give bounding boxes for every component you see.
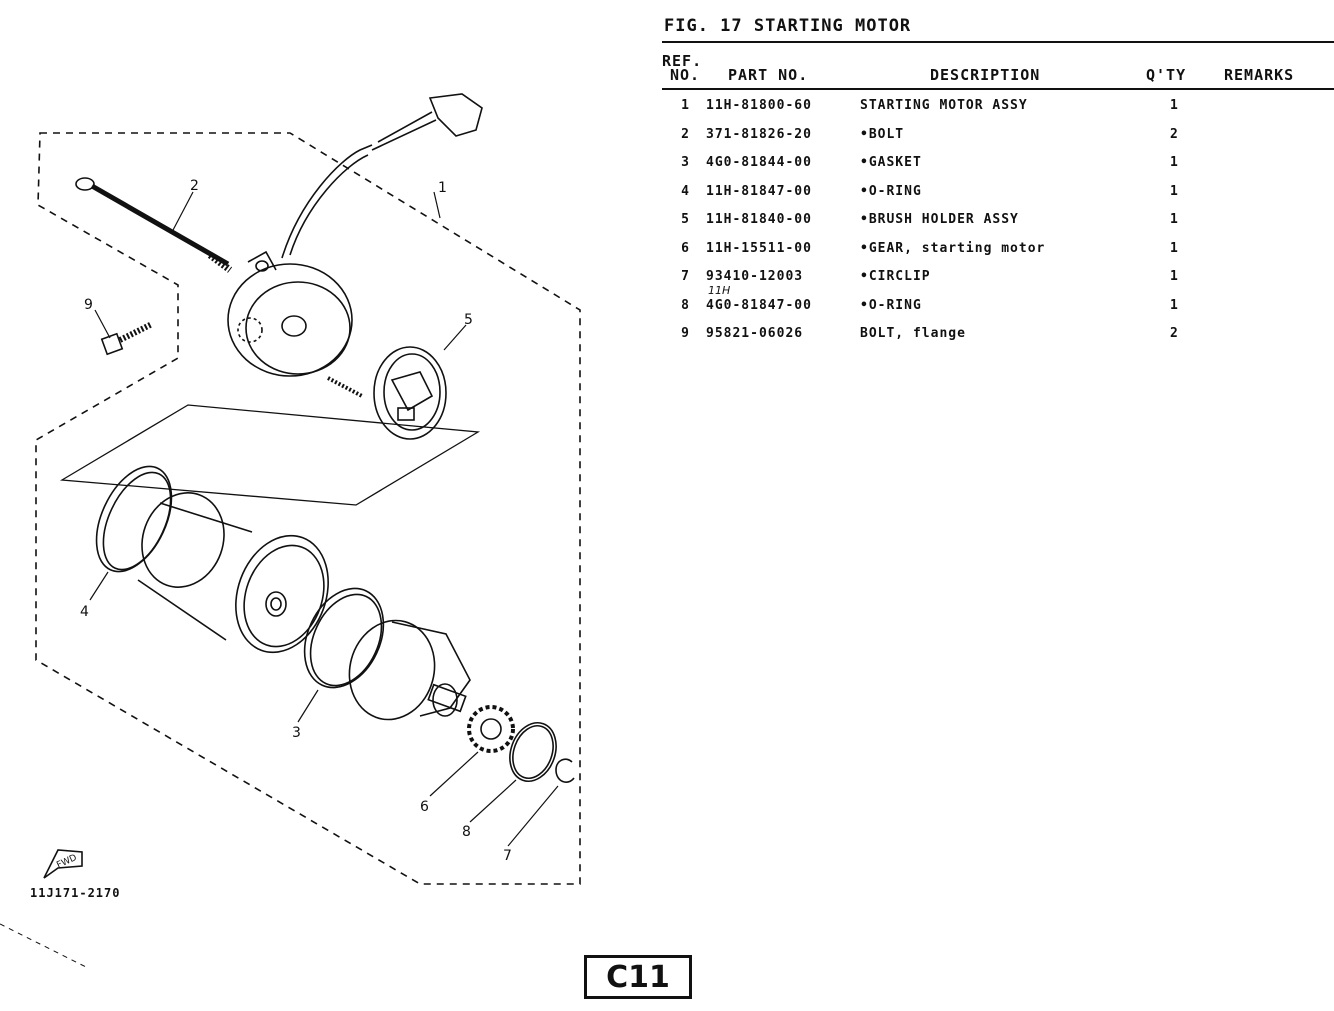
callout-label-9: 9	[84, 297, 93, 313]
description-cell: •GEAR, starting motor	[860, 241, 1046, 256]
callout-label-3: 3	[292, 725, 301, 741]
table-row: 4 11H-81847-00 •O-RING 1	[0, 184, 1334, 206]
title-divider	[662, 41, 1334, 43]
table-row: 3 4G0-81844-00 •GASKET 1	[0, 155, 1334, 177]
o-ring-4-drawing	[95, 465, 173, 573]
callout-label-4: 4	[80, 604, 89, 620]
description-cell: •CIRCLIP	[860, 269, 931, 284]
part-no-cell: 11H-81847-00	[706, 184, 812, 199]
gear-drawing	[467, 705, 515, 753]
callout-label-1: 1	[438, 180, 447, 196]
part-no-cell: 11H-15511-00	[706, 241, 812, 256]
figure-title: FIG. 17 STARTING MOTOR	[664, 16, 912, 36]
callout-label-7: 7	[503, 848, 512, 864]
ref-cell: 7	[681, 269, 690, 284]
table-row: 6 11H-15511-00 •GEAR, starting motor 1	[0, 241, 1334, 263]
qty-cell: 1	[1170, 298, 1179, 313]
front-arrow-icon	[43, 849, 83, 879]
qty-cell: 1	[1170, 241, 1179, 256]
qty-cell: 1	[1170, 184, 1179, 199]
header-ref-line1: REF.	[662, 52, 703, 70]
description-cell: STARTING MOTOR ASSY	[860, 98, 1028, 113]
table-row: 2 371-81826-20 •BOLT 2	[0, 127, 1334, 149]
callout-label-2: 2	[190, 178, 199, 194]
ref-cell: 2	[681, 127, 690, 142]
header-description: DESCRIPTION	[930, 66, 1041, 84]
table-row: 1 11H-81800-60 STARTING MOTOR ASSY 1	[0, 98, 1334, 120]
brush-holder-drawing	[373, 346, 447, 440]
part-no-cell: 4G0-81847-00	[706, 298, 812, 313]
callout-label-8: 8	[462, 824, 471, 840]
assembly-boundary	[35, 132, 581, 885]
fwd-label: FWD	[55, 853, 78, 871]
part-no-cell: 95821-06026	[706, 326, 804, 341]
callout-label-6: 6	[420, 799, 429, 815]
brush-plate-box	[59, 404, 481, 506]
part-no-cell: 371-81826-20	[706, 127, 812, 142]
through-bolt-drawing	[75, 177, 233, 273]
description-cell: BOLT, flange	[860, 326, 966, 341]
part-no-cell: 93410-12003	[706, 269, 804, 284]
table-row: 8 4G0-81847-00 •O-RING 1	[0, 298, 1334, 320]
ref-cell: 5	[681, 212, 690, 227]
page-badge: C11	[584, 955, 692, 999]
yoke-drawing	[137, 492, 329, 654]
header-qty: Q'TY	[1146, 66, 1187, 84]
qty-cell: 1	[1170, 98, 1179, 113]
diagram-code: 11J171-2170	[30, 886, 121, 900]
ref-cell: 3	[681, 155, 690, 170]
description-cell: •O-RING	[860, 184, 922, 199]
part-no-cell: 4G0-81844-00	[706, 155, 812, 170]
description-cell: •O-RING	[860, 298, 922, 313]
header-part-no: PART NO.	[728, 66, 809, 84]
qty-cell: 2	[1170, 127, 1179, 142]
header-divider	[662, 88, 1334, 90]
header-remarks: REMARKS	[1224, 66, 1295, 84]
description-cell: •GASKET	[860, 155, 922, 170]
ref-cell: 8	[681, 298, 690, 313]
description-cell: •BOLT	[860, 127, 905, 142]
qty-cell: 1	[1170, 155, 1179, 170]
table-row: 5 11H-81840-00 •BRUSH HOLDER ASSY 1	[0, 212, 1334, 234]
table-row: 7 93410-12003 •CIRCLIP 1	[0, 269, 1334, 291]
part-no-cell: 11H-81800-60	[706, 98, 812, 113]
callout-label-5: 5	[464, 312, 473, 328]
front-cover-drawing	[348, 619, 471, 721]
qty-cell: 1	[1170, 212, 1179, 227]
part-no-cell: 11H-81840-00	[706, 212, 812, 227]
qty-cell: 2	[1170, 326, 1179, 341]
ref-cell: 6	[681, 241, 690, 256]
table-row: 9 95821-06026 BOLT, flange 2	[0, 326, 1334, 348]
ref-cell: 4	[681, 184, 690, 199]
rear-cover-drawing	[227, 93, 483, 398]
handwritten-correction: 11H	[708, 284, 731, 297]
ref-cell: 9	[681, 326, 690, 341]
gasket-drawing	[303, 587, 385, 689]
description-cell: •BRUSH HOLDER ASSY	[860, 212, 1019, 227]
qty-cell: 1	[1170, 269, 1179, 284]
ref-cell: 1	[681, 98, 690, 113]
o-ring-8-drawing	[509, 722, 557, 782]
header-ref-line2: NO.	[670, 66, 701, 84]
circlip-drawing	[555, 758, 575, 783]
